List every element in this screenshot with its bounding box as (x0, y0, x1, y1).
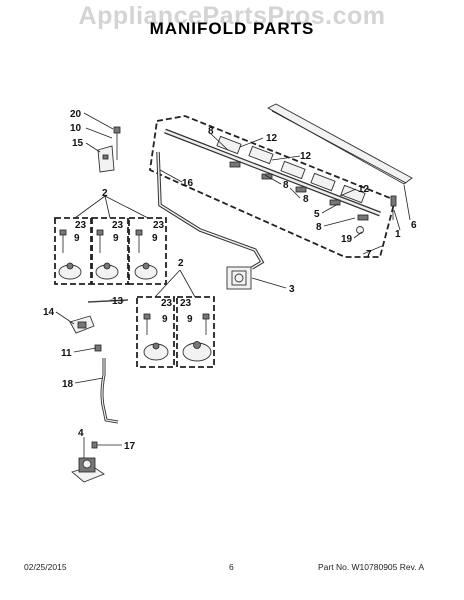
footer-part-number: Part No. W10780905 Rev. A (318, 562, 425, 572)
valve-body (310, 172, 336, 192)
callout-17: 17 (124, 441, 136, 452)
callout-8-right: 8 (303, 194, 309, 205)
valve-kit-box (54, 217, 92, 285)
callout-14: 14 (43, 307, 55, 318)
callout-12-mid: 12 (300, 151, 312, 162)
watermark: AppliancePartsPros.com (78, 2, 386, 30)
bracket (357, 214, 369, 221)
callout-16: 16 (182, 178, 194, 189)
callout-9-e: 9 (187, 314, 193, 325)
footer-page-number: 6 (229, 562, 234, 572)
valve-group-left (54, 217, 167, 285)
callout-23-d: 23 (161, 298, 173, 309)
manifold-assembly (149, 115, 397, 258)
callout-23-e: 23 (180, 298, 192, 309)
callouts: 20 10 15 16 2 23 23 23 9 9 9 2 3 13 14 2… (43, 109, 417, 452)
callout-9-c: 9 (152, 233, 158, 244)
regulator-part-3 (226, 266, 252, 290)
screw (356, 226, 364, 234)
callout-9-b: 9 (113, 233, 119, 244)
screw-part-1 (390, 195, 397, 220)
callout-23-b: 23 (112, 220, 124, 231)
callout-8-mid: 8 (283, 180, 289, 191)
callout-23-a: 23 (75, 220, 87, 231)
callout-10: 10 (70, 123, 82, 134)
bracket (329, 199, 341, 206)
callout-19: 19 (341, 234, 353, 245)
callout-1: 1 (395, 229, 401, 240)
callout-8-top: 8 (208, 126, 214, 137)
callout-2-upper: 2 (102, 188, 108, 199)
valve-kit-box (176, 296, 215, 368)
callout-7: 7 (366, 249, 372, 260)
screw-part-20 (113, 126, 121, 134)
tube-part-16 (156, 151, 265, 270)
callout-6: 6 (411, 220, 417, 231)
callout-15: 15 (72, 138, 84, 149)
screw-part-17 (91, 441, 98, 449)
callout-12-top: 12 (266, 133, 278, 144)
rail-part-6 (267, 103, 413, 185)
leader-lines (55, 112, 411, 458)
callout-23-c: 23 (153, 220, 165, 231)
callout-11: 11 (61, 348, 72, 359)
page-title: MANIFOLD PARTS (149, 19, 315, 38)
callout-13: 13 (112, 296, 124, 307)
bracket (229, 161, 241, 168)
callout-9-a: 9 (74, 233, 80, 244)
manifold-assembly-outline (149, 115, 397, 258)
callout-5: 5 (314, 209, 320, 220)
bracket-assembly-20-10-15 (97, 126, 121, 173)
bracket (295, 186, 307, 193)
callout-18: 18 (62, 379, 74, 390)
valve-body (280, 160, 306, 180)
callout-12-right: 12 (358, 184, 370, 195)
valve-body (248, 145, 274, 165)
valve-group-lower (136, 296, 215, 368)
callout-3: 3 (289, 284, 295, 295)
callout-9-d: 9 (162, 314, 168, 325)
igniter-part-4 (71, 457, 105, 483)
callout-20: 20 (70, 109, 82, 120)
callout-8-low: 8 (316, 222, 322, 233)
callout-2-lower: 2 (178, 258, 184, 269)
footer-date: 02/25/2015 (24, 562, 67, 572)
rod-part-13 (87, 299, 129, 303)
callout-4: 4 (78, 428, 84, 439)
bracket-part-14 (69, 315, 95, 334)
